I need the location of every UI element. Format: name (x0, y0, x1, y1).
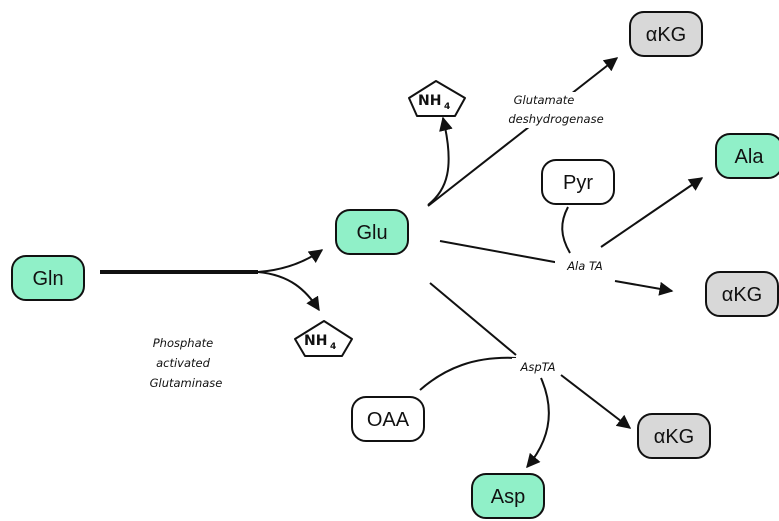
label-glutaminase-line2: activated (156, 356, 211, 370)
edge-glutaminase-to-glu (257, 249, 324, 273)
nh4-bottom: NH 4 (294, 320, 353, 357)
node-asp: Asp (471, 473, 545, 519)
nh4-bottom-symbol: NH (304, 333, 327, 349)
enzyme-labels: Phosphate activated Glutaminase Glutamat… (150, 92, 613, 390)
node-akg-mid: αKG (705, 271, 779, 317)
node-gln: Gln (11, 255, 85, 301)
node-gln-label: Gln (32, 268, 63, 290)
node-akg-top-label: αKG (646, 24, 686, 46)
node-oaa-label: OAA (367, 409, 410, 431)
label-gdh-line2: deshydrogenase (508, 112, 603, 126)
edge-asptA-to-akg-bottom (560, 374, 632, 429)
edge-glu-to-alata (439, 240, 561, 264)
node-pyr: Pyr (541, 159, 615, 205)
node-ala-label: Ala (735, 146, 765, 168)
edge-oaa-to-asptA (419, 356, 517, 391)
edge-glu-to-asptA (429, 282, 517, 356)
edge-alata-to-akg-mid (614, 280, 674, 296)
label-glutaminase-line3: Glutaminase (150, 376, 223, 390)
node-akg-bottom: αKG (637, 413, 711, 459)
nh4-bottom-subscript: 4 (330, 342, 336, 352)
nh4-top-symbol: NH (418, 93, 441, 109)
nh4-top: NH 4 (408, 80, 466, 117)
edge-asptA-to-asp (526, 377, 550, 469)
node-glu: Glu (335, 209, 409, 255)
node-akg-bottom-label: αKG (654, 426, 694, 448)
label-ala-ta: Ala TA (566, 259, 603, 273)
edge-glutaminase-to-nh4 (257, 271, 320, 312)
node-akg-mid-label: αKG (722, 284, 762, 306)
edge-gdh-to-nh4 (427, 116, 453, 206)
edge-pyr-to-alata (561, 206, 571, 254)
edge-glu-to-akg-top (427, 57, 619, 207)
edge-alata-to-ala (600, 177, 704, 248)
label-gdh-line1: Glutamate (514, 93, 575, 107)
label-glutaminase-line1: Phosphate (153, 336, 213, 350)
pentagon-icon (294, 320, 353, 357)
pentagon-icon (408, 80, 466, 117)
node-glu-label: Glu (356, 222, 387, 244)
nh4-top-subscript: 4 (444, 102, 450, 112)
node-pyr-label: Pyr (563, 172, 593, 194)
edges (100, 57, 704, 469)
node-akg-top: αKG (629, 11, 703, 57)
node-asp-label: Asp (491, 486, 525, 508)
node-oaa: OAA (351, 396, 425, 442)
node-ala: Ala (715, 133, 779, 179)
label-asp-ta: AspTA (520, 360, 556, 374)
